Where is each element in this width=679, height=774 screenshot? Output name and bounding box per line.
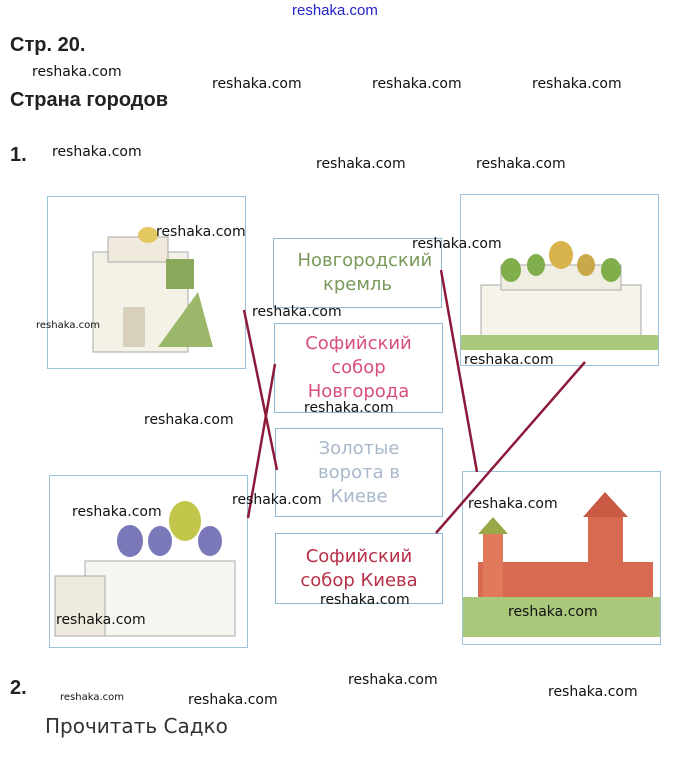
- card-label: Золотые ворота в Киеве: [318, 437, 400, 507]
- task-1-number: 1.: [10, 144, 27, 166]
- picture-st-sophia-kyiv: [460, 194, 659, 366]
- watermark: reshaka.com: [156, 224, 246, 240]
- page-label: Стр. 20.: [10, 34, 86, 56]
- watermark: reshaka.com: [316, 156, 406, 172]
- card-label: Софийский собор Киева: [300, 545, 418, 591]
- watermark: reshaka.com: [252, 304, 342, 320]
- watermark: reshaka.com: [72, 504, 162, 520]
- watermark: reshaka.com: [232, 492, 322, 508]
- match-line: [242, 309, 279, 471]
- card-st-sophia-kyiv[interactable]: Софийский собор Киева: [275, 533, 443, 604]
- site-watermark[interactable]: reshaka.com: [292, 2, 378, 19]
- watermark: reshaka.com: [60, 692, 124, 703]
- watermark: reshaka.com: [144, 412, 234, 428]
- watermark: reshaka.com: [52, 144, 142, 160]
- watermark: reshaka.com: [36, 320, 100, 331]
- watermark: reshaka.com: [188, 692, 278, 708]
- card-st-sophia-novgorod[interactable]: Софийский собор Новгорода: [274, 323, 443, 413]
- watermark: reshaka.com: [412, 236, 502, 252]
- watermark: reshaka.com: [212, 76, 302, 92]
- section-title: Страна городов: [10, 89, 168, 111]
- watermark: reshaka.com: [468, 496, 558, 512]
- task-2-number: 2.: [10, 677, 27, 699]
- watermark: reshaka.com: [320, 592, 410, 608]
- watermark: reshaka.com: [464, 352, 554, 368]
- card-label: Софийский собор Новгорода: [305, 333, 412, 402]
- watermark: reshaka.com: [372, 76, 462, 92]
- card-golden-gate-kyiv[interactable]: Золотые ворота в Киеве: [275, 428, 443, 517]
- watermark: reshaka.com: [304, 400, 394, 416]
- task-2-answer: Прочитать Садко: [45, 714, 228, 738]
- watermark: reshaka.com: [532, 76, 622, 92]
- card-label: Новгородский кремль: [297, 250, 433, 295]
- watermark: reshaka.com: [56, 612, 146, 628]
- watermark: reshaka.com: [548, 684, 638, 700]
- card-novgorod-kremlin[interactable]: Новгородский кремль: [273, 238, 442, 308]
- picture-st-sophia-novgorod: [49, 475, 248, 648]
- watermark: reshaka.com: [32, 64, 122, 80]
- watermark: reshaka.com: [508, 604, 598, 620]
- picture-golden-gate-kyiv: [47, 196, 246, 369]
- watermark: reshaka.com: [476, 156, 566, 172]
- watermark: reshaka.com: [348, 672, 438, 688]
